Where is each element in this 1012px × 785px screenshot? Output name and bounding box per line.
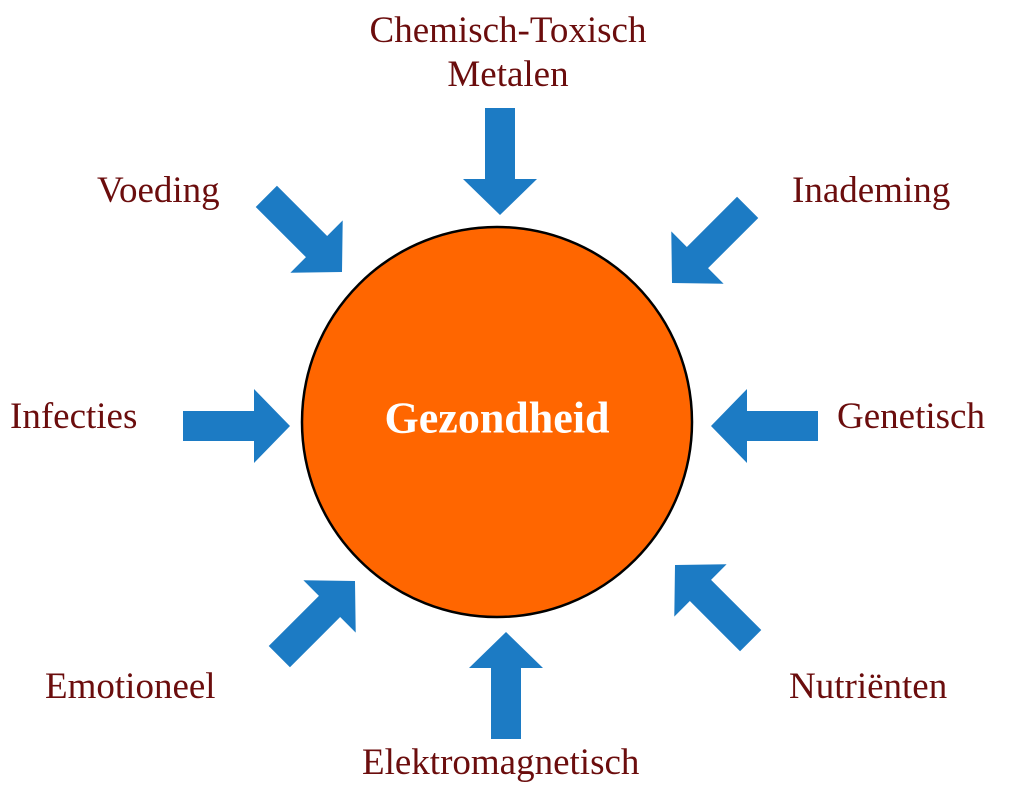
factor-label-top: Chemisch-Toxisch Metalen [368, 9, 648, 97]
health-circle [300, 225, 694, 619]
factor-label-left: Infecties [10, 396, 138, 437]
arrow-bottom-right [648, 538, 777, 667]
factor-label-top-left: Voeding [97, 170, 220, 211]
arrow-right [711, 389, 818, 463]
factor-label-bottom: Elektromagnetisch [362, 742, 640, 783]
arrow-bottom [469, 632, 543, 739]
factor-label-right: Genetisch [837, 396, 985, 437]
arrow-top-right [645, 181, 774, 310]
factor-label-bottom-left: Emotioneel [45, 666, 216, 707]
center-label: Gezondheid [384, 393, 610, 443]
factor-label-top-right: Inademing [792, 170, 951, 211]
arrow-top-left [240, 170, 369, 299]
factor-label-top-line1: Chemisch-Toxisch [369, 10, 647, 51]
arrow-bottom-left [253, 554, 382, 683]
factor-label-bottom-right: Nutriënten [789, 666, 948, 707]
arrow-top [463, 108, 537, 215]
factor-label-top-line2: Metalen [447, 54, 569, 95]
arrow-left [183, 389, 290, 463]
